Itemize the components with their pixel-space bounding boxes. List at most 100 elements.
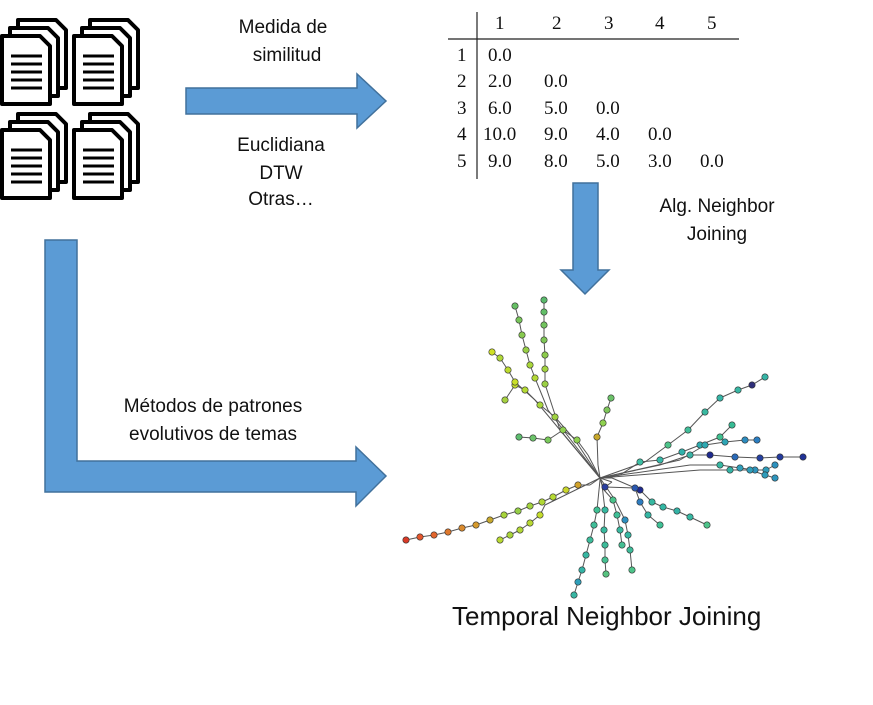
tree-leaf-node bbox=[748, 381, 756, 389]
arrow-elbow bbox=[44, 239, 388, 508]
tree-leaf-node bbox=[746, 466, 754, 474]
matrix-cell: 6.0 bbox=[488, 98, 512, 119]
tree-leaf-node bbox=[776, 453, 784, 461]
tree-edge bbox=[547, 409, 601, 479]
tree-leaf-node bbox=[504, 366, 512, 374]
matrix-row-header: 4 bbox=[457, 124, 467, 145]
tree-leaf-node bbox=[526, 361, 534, 369]
tree-leaf-node bbox=[486, 516, 494, 524]
tree-leaf-node bbox=[521, 386, 529, 394]
arrow-down bbox=[559, 182, 611, 296]
tree-leaf-node bbox=[761, 471, 769, 479]
tree-leaf-node bbox=[559, 426, 567, 434]
tree-leaf-node bbox=[574, 481, 582, 489]
tree-leaf-node bbox=[601, 506, 609, 514]
tree-leaf-node bbox=[621, 516, 629, 524]
tree-leaf-node bbox=[573, 436, 581, 444]
tree-edge bbox=[644, 444, 669, 463]
tree-leaf-node bbox=[636, 498, 644, 506]
tree-leaf-node bbox=[613, 511, 621, 519]
tree-leaf-node bbox=[626, 546, 634, 554]
tree-leaf-node bbox=[716, 433, 724, 441]
matrix-cell: 0.0 bbox=[700, 151, 724, 172]
tree-leaf-node bbox=[516, 526, 524, 534]
tree-leaf-node bbox=[501, 396, 509, 404]
tree-leaf-node bbox=[618, 541, 626, 549]
matrix-col-header: 5 bbox=[707, 13, 717, 34]
matrix-cell: 10.0 bbox=[483, 124, 517, 145]
tree-leaf-node bbox=[416, 533, 424, 541]
tree-leaf-node bbox=[716, 394, 724, 402]
tree-edge bbox=[659, 451, 683, 461]
tree-leaf-node bbox=[536, 401, 544, 409]
tree-leaf-node bbox=[701, 408, 709, 416]
tree-leaf-node bbox=[656, 456, 664, 464]
tree-leaf-node bbox=[726, 466, 734, 474]
tree-leaf-node bbox=[496, 354, 504, 362]
tree-leaf-node bbox=[586, 536, 594, 544]
tree-leaf-node bbox=[731, 453, 739, 461]
similarity-label-line1: Medida de bbox=[238, 17, 328, 38]
tree-leaf-node bbox=[549, 493, 557, 501]
tree-edge bbox=[574, 439, 601, 479]
tree-leaf-node bbox=[551, 413, 559, 421]
tree-leaf-node bbox=[458, 524, 466, 532]
tree-leaf-node bbox=[771, 461, 779, 469]
tree-edge bbox=[599, 477, 613, 483]
tree-leaf-node bbox=[511, 378, 519, 386]
tree-edge bbox=[599, 459, 681, 479]
tree-edge bbox=[667, 429, 689, 446]
nj-label-line2: Joining bbox=[686, 224, 748, 245]
matrix-col-header: 4 bbox=[655, 13, 665, 34]
tree-leaf-node bbox=[686, 451, 694, 459]
tree-leaf-node bbox=[607, 394, 615, 402]
tree-leaf-node bbox=[444, 528, 452, 536]
tree-leaf-node bbox=[511, 302, 519, 310]
tree-leaf-node bbox=[628, 566, 636, 574]
tree-edge bbox=[596, 479, 601, 511]
tree-leaf-node bbox=[728, 421, 736, 429]
tree-leaf-node bbox=[531, 374, 539, 382]
tree-edge bbox=[734, 456, 761, 459]
tree-leaf-node bbox=[601, 483, 609, 491]
tree-leaf-node bbox=[540, 296, 548, 304]
tree-leaf-node bbox=[601, 541, 609, 549]
nj-label-line1: Alg. Neighbor bbox=[659, 196, 775, 217]
tree-leaf-node bbox=[601, 556, 609, 564]
tree-leaf-node bbox=[721, 438, 729, 446]
tree-edge bbox=[599, 464, 691, 479]
tree-leaf-node bbox=[706, 451, 714, 459]
tree-leaf-node bbox=[590, 521, 598, 529]
tree-leaf-node bbox=[582, 551, 590, 559]
tree-leaf-node bbox=[659, 503, 667, 511]
tree-leaf-node bbox=[500, 511, 508, 519]
tree-edge bbox=[534, 377, 549, 411]
tree-leaf-node bbox=[736, 464, 744, 472]
tree-leaf-node bbox=[536, 511, 544, 519]
matrix-cell: 0.0 bbox=[596, 98, 620, 119]
tree-leaf-node bbox=[673, 507, 681, 515]
arrow-right-top bbox=[185, 72, 388, 130]
tree-edge bbox=[709, 454, 736, 458]
tree-leaf-node bbox=[570, 591, 578, 599]
matrix-cell: 4.0 bbox=[596, 124, 620, 145]
tree-leaf-node bbox=[540, 308, 548, 316]
result-title: Temporal Neighbor Joining bbox=[452, 601, 762, 631]
tree-leaf-node bbox=[488, 348, 496, 356]
tree-leaf-node bbox=[761, 373, 769, 381]
tree-leaf-node bbox=[753, 436, 761, 444]
tree-leaf-node bbox=[496, 536, 504, 544]
tree-leaf-node bbox=[741, 436, 749, 444]
tree-edge bbox=[687, 411, 706, 431]
tree-leaf-node bbox=[644, 511, 652, 519]
matrix-cell: 0.0 bbox=[544, 71, 568, 92]
matrix-col-header: 2 bbox=[552, 13, 562, 34]
matrix-cell: 8.0 bbox=[544, 151, 568, 172]
tree-leaf-node bbox=[756, 454, 764, 462]
tree-edge bbox=[534, 399, 601, 479]
matrix-cell: 0.0 bbox=[488, 45, 512, 66]
tree-leaf-node bbox=[518, 331, 526, 339]
tree-leaf-node bbox=[799, 453, 807, 461]
metric-euclidean: Euclidiana bbox=[237, 135, 325, 156]
matrix-row-header: 5 bbox=[457, 151, 467, 172]
